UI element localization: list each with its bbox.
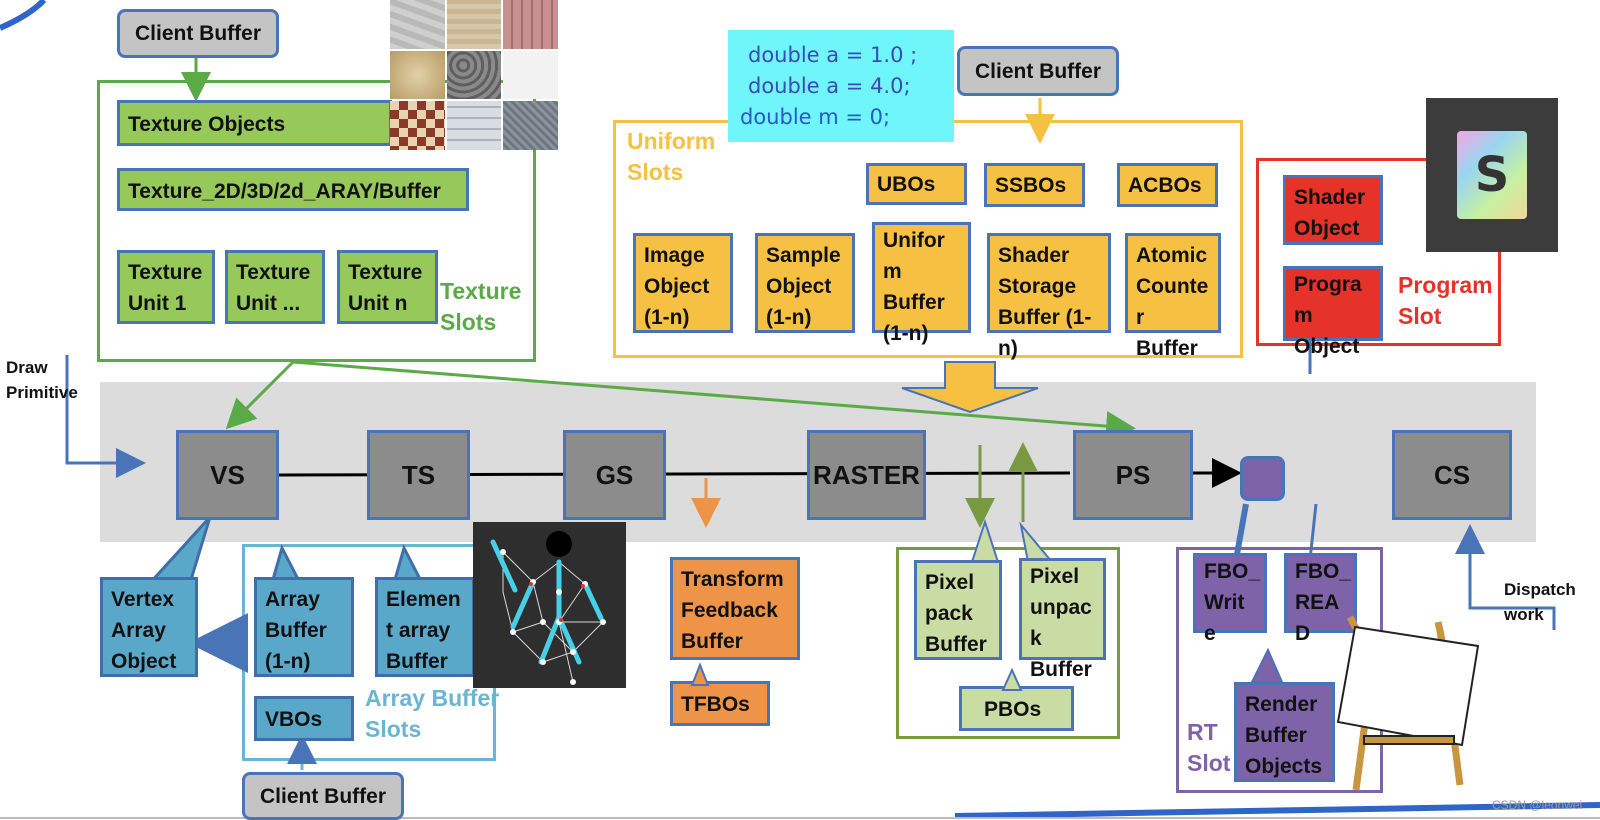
uniform-code-panel: double a = 1.0 ; double a = 4.0; double … — [728, 30, 954, 142]
uniform-code-line-1: double a = 1.0 ; — [748, 43, 918, 67]
render-buffer-objects-box: Render Buffer Objects — [1234, 682, 1335, 782]
watermark: CSDN @leonwei — [1492, 798, 1583, 812]
skeleton-mesh-image — [473, 522, 626, 688]
uniform-buffer-box: Unifor m Buffer (1-n) — [872, 222, 971, 345]
program-slot-frame — [1256, 158, 1501, 346]
tfbos-box: TFBOs — [670, 681, 770, 726]
blank-texture-image — [503, 50, 558, 100]
transform-feedback-buffer-box: Transform Feedback Buffer — [670, 557, 800, 660]
skeleton-mesh-drawing — [490, 531, 606, 685]
rt-slot-label: RT Slot — [1187, 719, 1231, 776]
sand-texture-image — [446, 0, 502, 49]
stage-raster: RASTER — [807, 430, 926, 520]
array-client-buffer: Client Buffer — [242, 772, 404, 820]
pixel-buffer-frame — [896, 547, 1120, 739]
element-array-buffer-box: Elemen t array Buffer — [375, 577, 475, 677]
uniform-slots-label: Uniform Slots — [627, 128, 716, 185]
program-slot-label: Program Slot — [1398, 272, 1493, 329]
ssbos-box: SSBOs — [984, 163, 1085, 207]
texture-thumbnails — [390, 0, 558, 150]
ubos-box: UBOs — [866, 163, 967, 205]
uniform-client-buffer: Client Buffer — [957, 46, 1119, 96]
shader-app-icon: S — [1426, 98, 1558, 252]
pixel-pack-buffer-box: Pixel pack Buffer — [914, 560, 1002, 660]
array-buffer-slots-label: Array Buffer Slots — [365, 685, 500, 742]
texture-unit-dots: Texture Unit ... — [225, 250, 325, 324]
brick-texture-image — [503, 0, 558, 49]
texture-types-box: Texture_2D/3D/2d_ARAY/Buffer — [117, 168, 469, 211]
stage-ps: PS — [1073, 430, 1193, 520]
texture-unit-n: Texture Unit n — [337, 250, 438, 324]
array-buffer-box: Array Buffer (1-n) — [254, 577, 354, 677]
cobblestone-texture-image — [446, 50, 502, 100]
sample-object-box: Sample Object (1-n) — [755, 233, 855, 333]
draw-primitive-label: Draw Primitive — [6, 358, 78, 402]
fabric-texture-image — [503, 101, 558, 150]
fbo-write-box: FBO_ Writ e — [1193, 553, 1267, 645]
acbos-box: ACBOs — [1117, 163, 1218, 207]
atomic-counter-buffer-box: Atomic Counte r Buffer — [1125, 233, 1221, 360]
shader-storage-buffer-box: Shader Storage Buffer (1-n) — [987, 233, 1111, 360]
stage-vs: VS — [176, 430, 279, 520]
shader-document-icon: S — [1457, 131, 1527, 219]
stage-gs: GS — [563, 430, 666, 520]
stone-texture-image — [390, 0, 445, 49]
parchment-texture-image — [390, 50, 445, 100]
stage-ts: TS — [367, 430, 470, 520]
texture-unit-1: Texture Unit 1 — [117, 250, 215, 324]
checker-texture-image — [390, 101, 445, 150]
shader-object-box: Shader Object — [1283, 175, 1383, 245]
uniform-code-line-3: double m = 0; — [740, 105, 891, 129]
texture-objects-box: Texture Objects — [117, 100, 392, 146]
output-merger-node — [1240, 456, 1285, 501]
image-object-box: Image Object (1-n) — [633, 233, 733, 333]
program-object-box: Progra m Object — [1283, 266, 1383, 358]
pixel-unpack-buffer-box: Pixel unpac k Buffer — [1019, 558, 1106, 681]
vbos-box: VBOs — [254, 696, 354, 741]
uniform-code-line-2: double a = 4.0; — [748, 74, 911, 98]
texture-slots-label: Texture Slots — [440, 278, 522, 335]
stage-cs: CS — [1392, 430, 1512, 520]
vertex-array-object-box: Vertex Array Object — [100, 577, 198, 677]
tile-texture-image — [446, 101, 502, 150]
fbo-read-box: FBO_ REA D — [1284, 553, 1357, 645]
texture-slots-frame — [97, 80, 536, 362]
dispatch-work-label: Dispatch work — [1504, 580, 1576, 624]
texture-client-buffer: Client Buffer — [117, 9, 279, 58]
shader-icon-letter: S — [1474, 147, 1510, 203]
